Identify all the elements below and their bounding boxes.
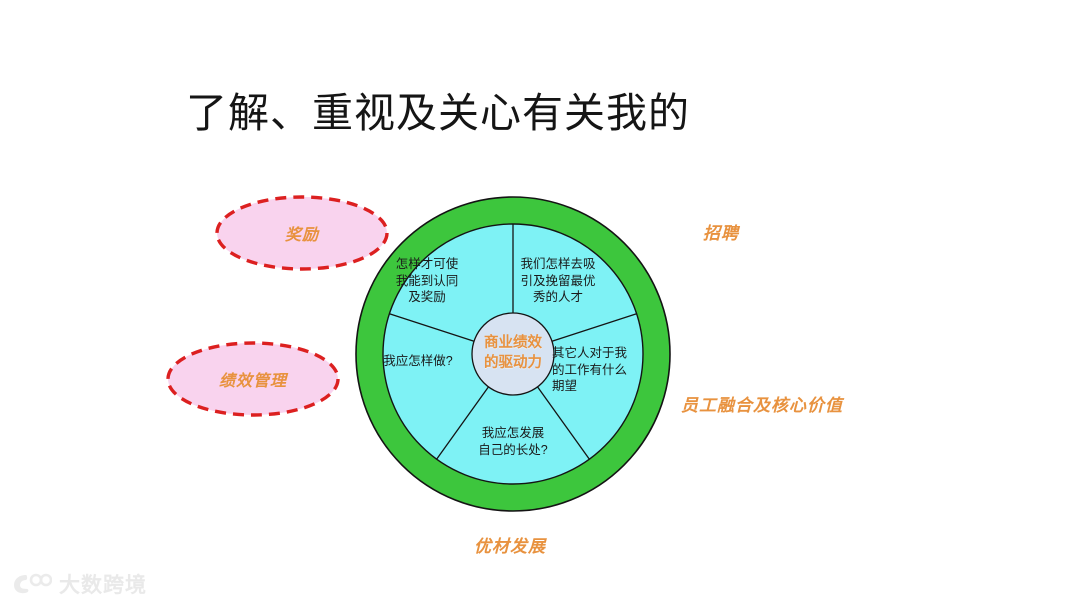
watermark-logo-icon <box>14 573 52 594</box>
page-title: 了解、重视及关心有关我的 <box>186 90 690 136</box>
callout-ellipse-shape <box>215 195 389 271</box>
wheel-segment-label-others-expectations: 其它人对于我 的工作有什么 期望 <box>552 346 628 393</box>
wheel-segment-label-what-should-i-do: 我应怎样做? <box>383 354 453 368</box>
wheel-segment-label-develop-strengths: 我应怎发展 自己的长处? <box>478 426 548 457</box>
callout-rewards-label: 奖励 <box>284 227 319 244</box>
wheel-segment-label-recognition-reward: 怎样才可使 我能到认同 及奖励 <box>395 257 459 304</box>
watermark-text: 大数跨境 <box>59 574 147 597</box>
outer-label-employee-integration-core-values: 员工融合及核心价值 <box>681 396 843 415</box>
callout-performance-management-label: 绩效管理 <box>218 373 287 390</box>
wheel-segment-label-attract-retain-talent: 我们怎样去吸 引及挽留最优 秀的人才 <box>520 257 596 304</box>
wheel-hub-circle <box>471 312 555 396</box>
callout-performance-management: 绩效管理 <box>163 338 343 420</box>
wheel-graphic <box>355 196 671 512</box>
wheel-hub-label: 商业绩效 的驱动力 <box>484 335 542 371</box>
wheel-segment-dividers <box>389 224 637 460</box>
outer-label-talent-development: 优材发展 <box>474 537 546 556</box>
watermark: 大数跨境 <box>12 569 147 599</box>
callout-rewards: 奖励 <box>212 192 392 274</box>
outer-label-recruitment: 招聘 <box>703 224 739 243</box>
callout-ellipse-shape <box>166 341 340 417</box>
business-performance-wheel: 怎样才可使 我能到认同 及奖励 我们怎样去吸 引及挽留最优 秀的人才 其它人对于… <box>352 193 674 515</box>
